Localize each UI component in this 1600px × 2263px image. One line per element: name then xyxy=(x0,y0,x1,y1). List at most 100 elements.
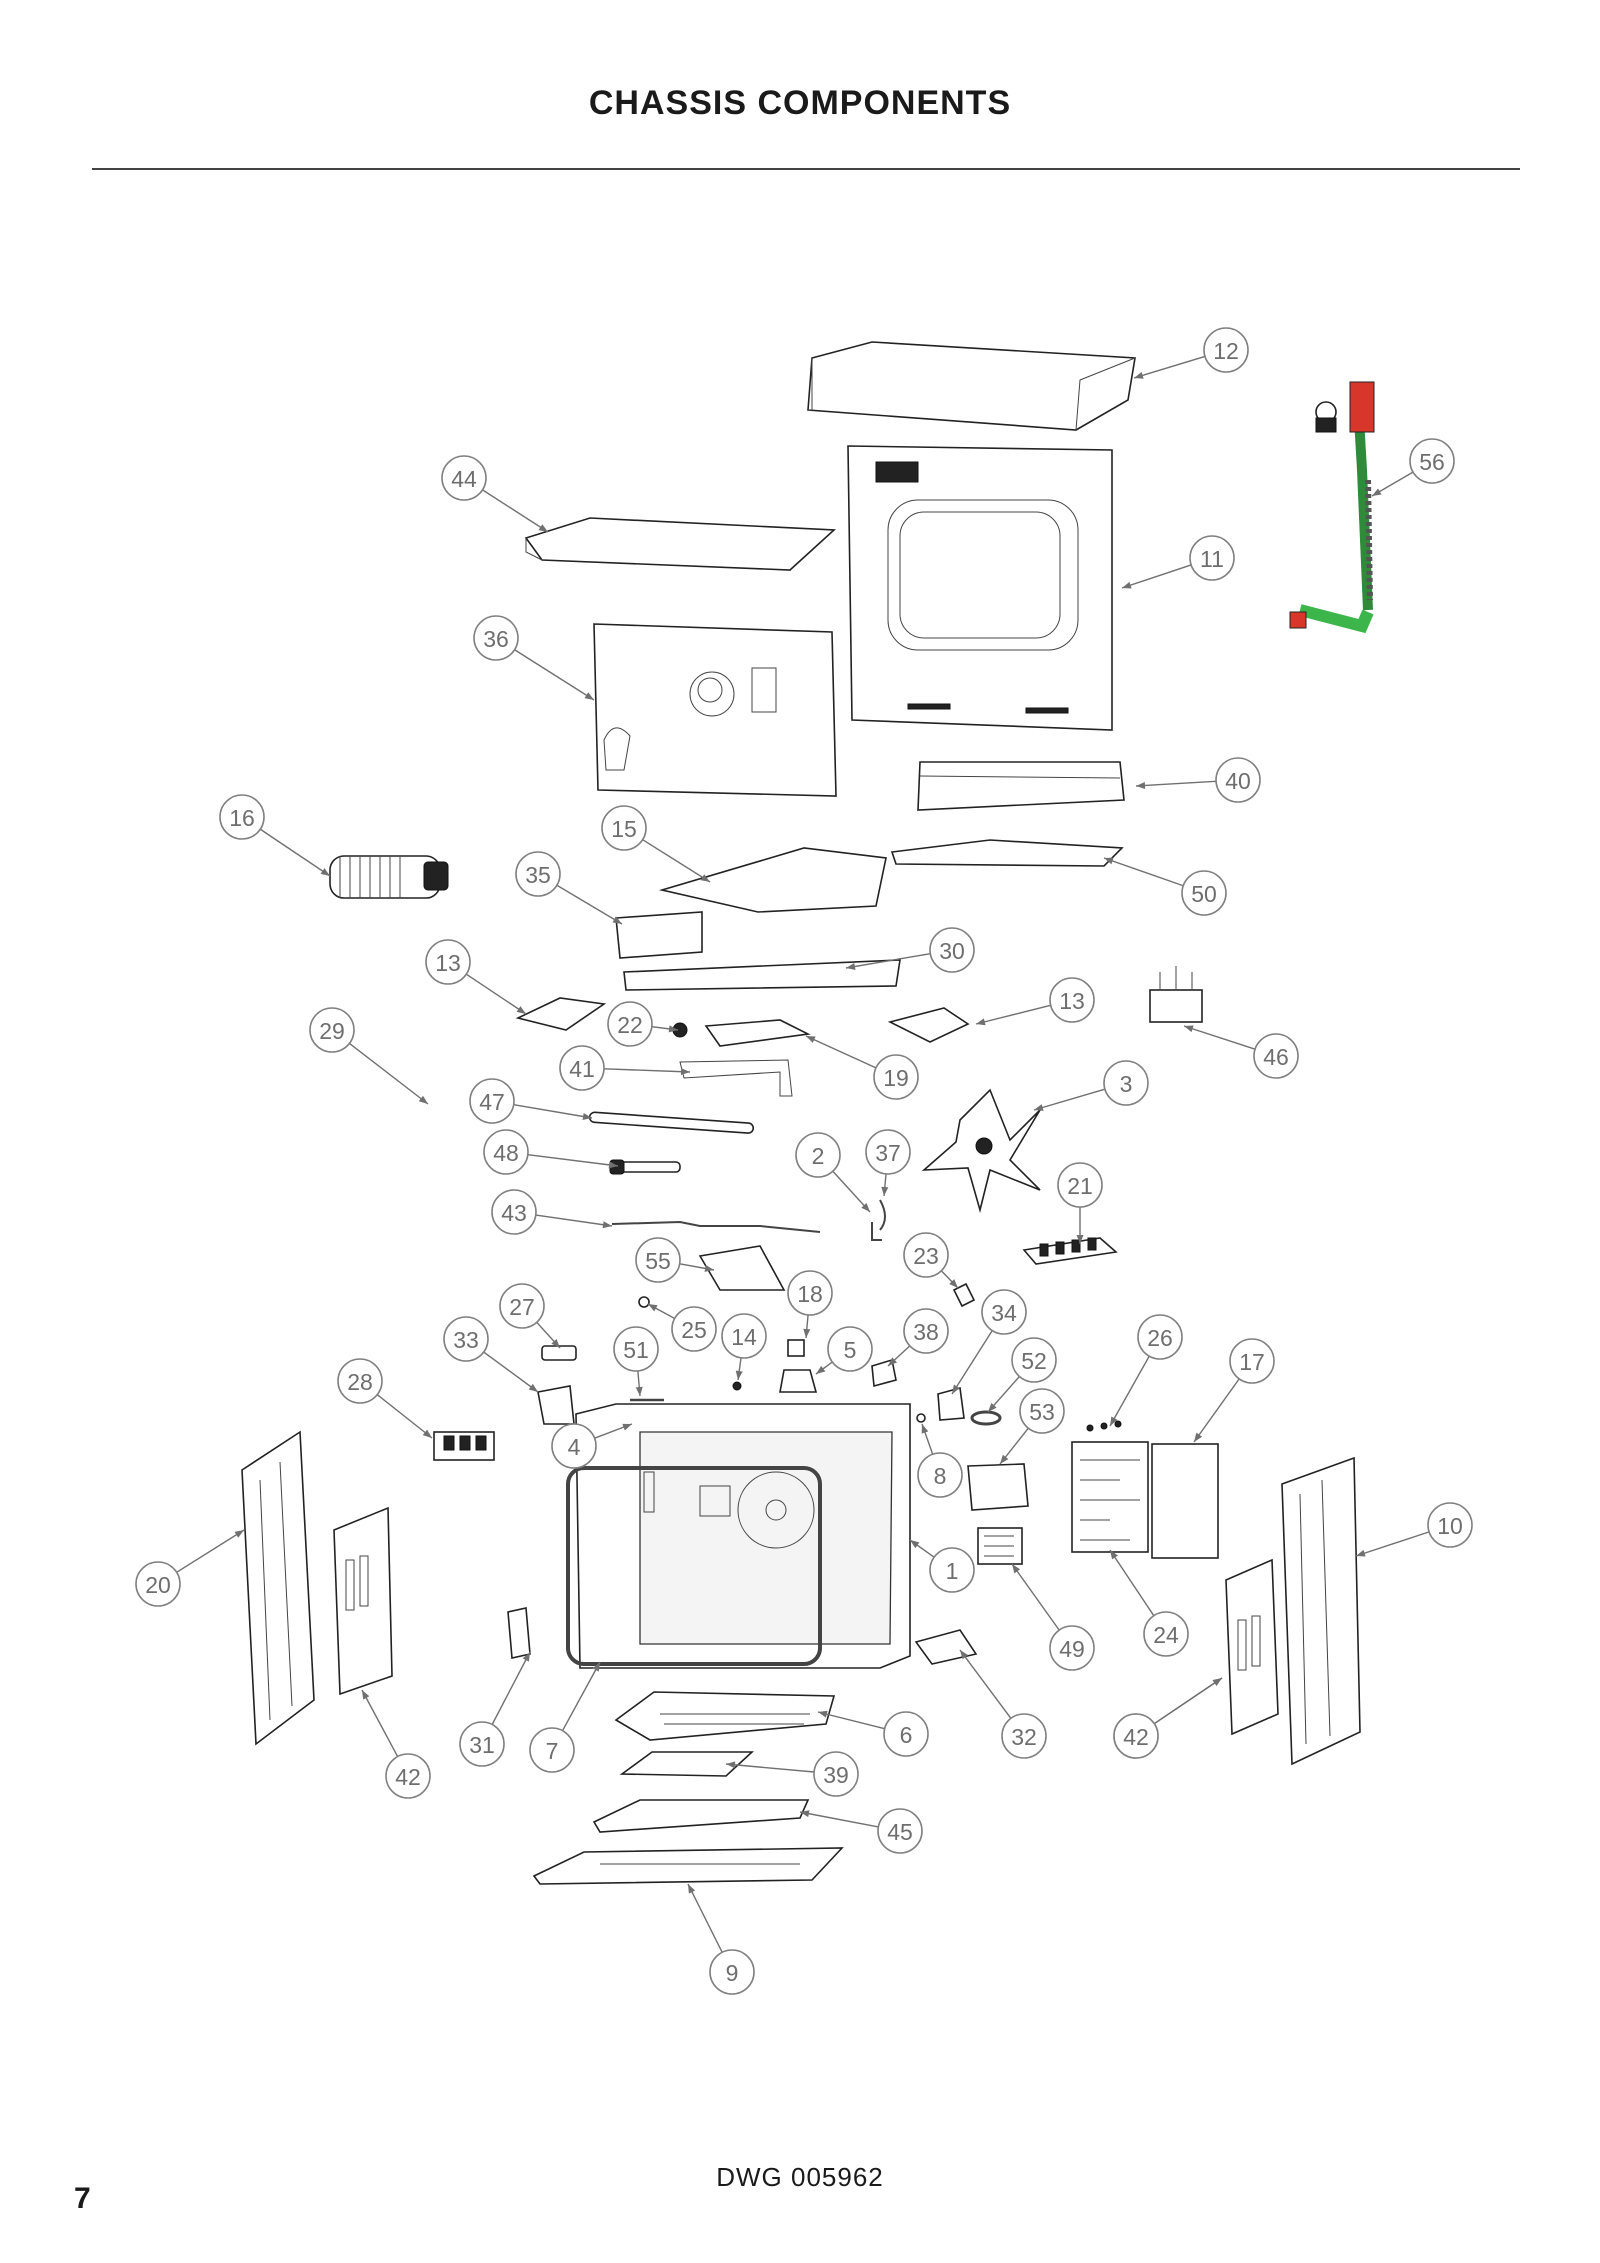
part-base-tray xyxy=(532,1847,844,1885)
callout-number: 40 xyxy=(1225,768,1251,794)
callout-circle xyxy=(613,1326,659,1372)
callout-number: 51 xyxy=(623,1337,649,1363)
callout-18: 18 xyxy=(787,1270,833,1316)
callout-number: 56 xyxy=(1419,449,1445,475)
callout-number: 50 xyxy=(1191,881,1217,907)
leader-line xyxy=(725,1763,815,1773)
part-main-board xyxy=(1071,1420,1149,1553)
page-title: CHASSIS COMPONENTS xyxy=(588,84,1012,122)
leader-line xyxy=(1193,1378,1240,1443)
leader-line xyxy=(959,1649,1012,1719)
leader-line xyxy=(561,1661,601,1732)
leader-line xyxy=(603,1068,691,1073)
callout-circle xyxy=(601,805,647,851)
part-mains-terminal xyxy=(433,1431,495,1461)
callout-circle xyxy=(1409,438,1455,484)
leader-arrowhead xyxy=(1110,1416,1118,1426)
callout-circle xyxy=(473,615,519,661)
callout-number: 30 xyxy=(939,938,965,964)
callout-34: 34 xyxy=(981,1289,1027,1335)
callout-40: 40 xyxy=(1215,757,1261,803)
part-ring-52 xyxy=(970,1410,1002,1426)
callout-number: 10 xyxy=(1437,1513,1463,1539)
callout-circle xyxy=(309,1007,355,1053)
callout-circle xyxy=(491,1189,537,1235)
part-baffle xyxy=(658,847,887,913)
callout-circle xyxy=(425,939,471,985)
callout-52: 52 xyxy=(1011,1337,1057,1383)
callout-number: 18 xyxy=(797,1281,823,1307)
leader-arrowhead xyxy=(960,1650,969,1660)
leader-line xyxy=(975,1004,1051,1025)
callout-circle xyxy=(469,1078,515,1124)
part-selector-switch xyxy=(1149,966,1203,1023)
callout-number: 13 xyxy=(1059,988,1085,1014)
leader-line xyxy=(1153,1677,1223,1725)
callout-circle xyxy=(1137,1314,1183,1360)
callout-29: 29 xyxy=(309,1007,355,1053)
callout-number: 1 xyxy=(946,1558,959,1584)
leader-line xyxy=(642,839,711,883)
leader-line xyxy=(1109,1355,1150,1427)
leader-arrowhead xyxy=(362,1690,370,1700)
callout-24: 24 xyxy=(1143,1611,1189,1657)
leader-line xyxy=(259,828,331,877)
leader-line xyxy=(805,1035,877,1069)
callout-number: 53 xyxy=(1029,1399,1055,1425)
callout-circle xyxy=(1427,1502,1473,1548)
callout-circle xyxy=(721,1313,767,1359)
leader-arrowhead xyxy=(1194,1432,1203,1442)
callout-8: 8 xyxy=(917,1452,963,1498)
leader-line xyxy=(1183,1025,1256,1050)
callout-15: 15 xyxy=(601,805,647,851)
leader-arrowhead xyxy=(846,963,856,970)
callout-27: 27 xyxy=(499,1283,545,1329)
callout-10: 10 xyxy=(1427,1502,1473,1548)
part-bracket-right xyxy=(887,1007,970,1043)
callout-number: 27 xyxy=(509,1294,535,1320)
part-bracket-55 xyxy=(698,1245,786,1291)
callout-circle xyxy=(813,1751,859,1797)
callout-number: 6 xyxy=(900,1722,913,1748)
callout-number: 37 xyxy=(875,1140,901,1166)
part-lamp-18 xyxy=(787,1339,805,1357)
callout-17: 17 xyxy=(1229,1338,1275,1384)
part-tangential-fan xyxy=(329,855,449,899)
callout-circle xyxy=(441,455,487,501)
callout-number: 35 xyxy=(525,862,551,888)
callout-48: 48 xyxy=(483,1129,529,1175)
leader-lines xyxy=(176,355,1430,1953)
callout-circle xyxy=(1049,1625,1095,1671)
callout-28: 28 xyxy=(337,1358,383,1404)
callout-38: 38 xyxy=(903,1308,949,1354)
callout-circle xyxy=(459,1721,505,1767)
callout-number: 5 xyxy=(844,1337,857,1363)
page-number: 7 xyxy=(74,2182,91,2215)
callout-6: 6 xyxy=(883,1711,929,1757)
leader-arrowhead xyxy=(668,1025,678,1033)
callout-number: 26 xyxy=(1147,1325,1173,1351)
part-bracket-34 xyxy=(937,1386,965,1421)
leader-line xyxy=(1133,355,1206,379)
callout-5: 5 xyxy=(827,1326,873,1372)
callout-number: 7 xyxy=(546,1738,559,1764)
leader-arrowhead xyxy=(320,868,330,876)
callout-37: 37 xyxy=(865,1129,911,1175)
callout-circle xyxy=(635,1237,681,1283)
callout-circle xyxy=(135,1561,181,1607)
callout-circle xyxy=(903,1232,949,1278)
callout-number: 46 xyxy=(1263,1044,1289,1070)
parts-layer xyxy=(241,341,1375,1885)
leader-arrowhead xyxy=(612,916,622,924)
leader-arrowhead xyxy=(700,874,710,882)
callout-number: 34 xyxy=(991,1300,1017,1326)
callout-number: 38 xyxy=(913,1319,939,1345)
leader-line xyxy=(376,1394,433,1439)
callout-number: 48 xyxy=(493,1140,519,1166)
part-top-plate xyxy=(524,517,836,571)
callout-circle xyxy=(1113,1713,1159,1759)
part-plate-39 xyxy=(619,1751,755,1777)
callout-number: 11 xyxy=(1200,546,1224,572)
callout-43: 43 xyxy=(491,1189,537,1235)
callout-circle xyxy=(1057,1162,1103,1208)
